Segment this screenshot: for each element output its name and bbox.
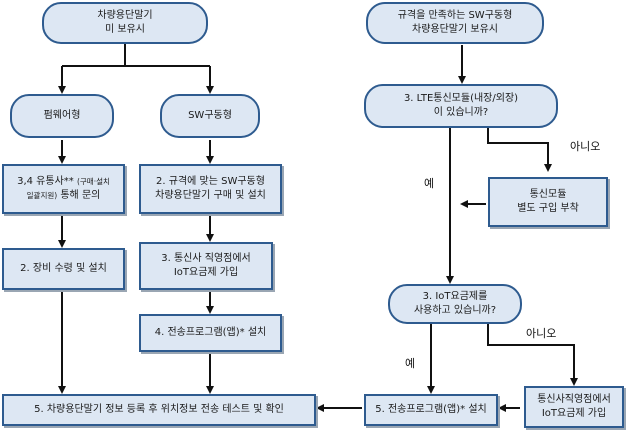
arrow-q2-no xyxy=(487,322,578,386)
iot-question-line1: 3. IoT요금제를 xyxy=(422,290,488,302)
sw-purchase-line1: 2. 규격에 맞는 SW구동형 xyxy=(156,175,265,187)
distributor-main1: 3,4 유통사** xyxy=(17,175,74,187)
receive-install-box: 2. 장비 수령 및 설치 xyxy=(2,248,125,290)
sw-purchase-line2: 차량용단말기 구매 및 설치 xyxy=(155,190,266,201)
store-subscribe-line1: 통신사직영점에서 xyxy=(537,393,611,405)
module-purchase-line1: 통신모듈 xyxy=(529,188,567,200)
distributor-inquiry-box: 3,4 유통사** (구매·설치 일괄지원) 통해 문의 xyxy=(2,164,125,214)
lte-yes-label: 예 xyxy=(424,177,435,190)
iot-question-line2: 사용하고 있습니까? xyxy=(413,305,497,316)
start-yes-line1: 규격을 만족하는 SW구동형 xyxy=(397,9,513,21)
carrier-subscribe-line2: IoT요금제 가입 xyxy=(173,267,239,278)
lte-module-question: 3. LTE통신모듈(내장/외장) 이 있습니까? xyxy=(364,84,558,128)
lte-question-line2: 이 있습니까? xyxy=(433,107,489,118)
distributor-line2: 일괄지원) 통해 문의 xyxy=(27,189,101,204)
final-register-label: 5. 차량용단말기 정보 등록 후 위치정보 전송 테스트 및 확인 xyxy=(34,403,284,415)
iot-yes-label: 예 xyxy=(405,357,416,370)
start-no-terminal: 차량용단말기 미 보유시 xyxy=(42,2,208,44)
distributor-small1: (구매·설치 xyxy=(76,176,110,186)
iot-plan-question: 3. IoT요금제를 사용하고 있습니까? xyxy=(388,284,522,324)
start-no-line1: 차량용단말기 xyxy=(97,9,153,21)
module-purchase-box: 통신모듈 별도 구입 부착 xyxy=(488,177,608,227)
sw-type-node: SW구동형 xyxy=(160,94,260,138)
store-subscribe-box: 통신사직영점에서 IoT요금제 가입 xyxy=(524,386,624,428)
iot-no-label: 아니오 xyxy=(526,327,557,340)
receive-install-label: 2. 장비 수령 및 설치 xyxy=(20,262,107,274)
app-install-right-box: 5. 전송프로그램(앱)* 설치 xyxy=(364,394,498,426)
sw-type-label: SW구동형 xyxy=(188,109,232,121)
app-install-label: 4. 전송프로그램(앱)* 설치 xyxy=(154,326,267,338)
store-subscribe-line2: IoT요금제 가입 xyxy=(541,408,607,419)
firmware-type-label: 펌웨어형 xyxy=(43,109,81,121)
app-install-right-label: 5. 전송프로그램(앱)* 설치 xyxy=(375,403,487,415)
distributor-small2: 일괄지원) xyxy=(26,191,58,200)
carrier-subscribe-line1: 3. 통신사 직영점에서 xyxy=(161,252,251,264)
distributor-line1: 3,4 유통사** (구매·설치 xyxy=(17,175,110,190)
app-install-box: 4. 전송프로그램(앱)* 설치 xyxy=(139,314,282,352)
lte-no-label: 아니오 xyxy=(570,140,601,153)
start-yes-terminal: 규격을 만족하는 SW구동형 차량용단말기 보유시 xyxy=(366,2,544,44)
final-register-box: 5. 차량용단말기 정보 등록 후 위치정보 전송 테스트 및 확인 xyxy=(2,394,316,426)
lte-question-line1: 3. LTE통신모듈(내장/외장) xyxy=(403,92,519,104)
distributor-main2: 통해 문의 xyxy=(60,190,101,201)
start-no-line2: 미 보유시 xyxy=(105,24,145,35)
carrier-subscribe-box: 3. 통신사 직영점에서 IoT요금제 가입 xyxy=(139,242,273,290)
arrow-start-split xyxy=(62,44,210,67)
module-purchase-line2: 별도 구입 부착 xyxy=(517,203,579,214)
arrow-q1-no xyxy=(487,128,552,172)
firmware-type-node: 펌웨어형 xyxy=(10,94,114,138)
start-yes-line2: 차량용단말기 보유시 xyxy=(412,24,498,35)
sw-purchase-box: 2. 규격에 맞는 SW구동형 차량용단말기 구매 및 설치 xyxy=(139,164,282,214)
